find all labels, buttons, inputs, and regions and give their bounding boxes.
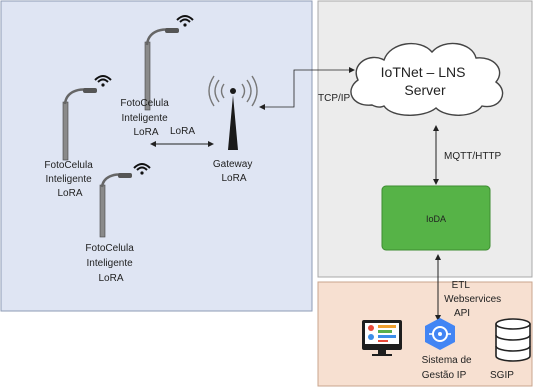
etl-label-2: Webservices — [444, 294, 501, 305]
cloud-label-1: IoTNet – LNS — [381, 64, 466, 80]
arrowhead-icon — [150, 141, 156, 147]
ioda-box — [381, 185, 491, 251]
arrowhead-icon — [349, 67, 355, 73]
arrowhead-icon — [433, 179, 439, 185]
cloud-shape — [350, 42, 504, 116]
lamp-bottom-label-1: FotoCelula — [85, 243, 134, 254]
lamp-top-label-3: LoRA — [133, 127, 158, 138]
svg-text:FotoCelula Inteligente: FotoCelula Inteligente LoRA — [120, 98, 171, 138]
lamp-left-label-1: FotoCelula — [44, 160, 93, 171]
svg-text:FotoCelula Inteligente: FotoCelula Inteligente LoRA — [85, 243, 136, 284]
gateway-antenna-icon — [208, 75, 258, 150]
arrowhead-icon — [259, 104, 265, 110]
sistema-label-2: Gestão IP — [422, 370, 467, 381]
tcp-ip-connector — [262, 69, 352, 108]
svg-text:IoTNet – LNS Server: IoTNet – LNS Server — [381, 64, 470, 98]
sgip-label: SGIP — [490, 370, 514, 381]
gateway-label-1: Gateway — [213, 159, 252, 170]
sistema-label-1: Sistema de — [422, 355, 472, 366]
svg-text:Sistema de Gestão IP: Sistema de Gestão IP — [422, 355, 475, 381]
arrowhead-icon — [435, 254, 441, 260]
lamp-bottom-label-2: Inteligente — [87, 258, 134, 269]
street-lamp-bottom-icon — [99, 173, 132, 238]
lamp-bottom-label-3: LoRA — [98, 273, 123, 284]
arrowhead-icon — [435, 315, 441, 321]
ioda-label: IoDA — [426, 214, 446, 224]
cloud-label-2: Server — [404, 82, 446, 98]
tcp-ip-label: TCP/IP — [318, 93, 351, 104]
lamp-left-label-3: LoRA — [57, 188, 82, 199]
left-panel — [0, 0, 313, 312]
wifi-icon — [176, 15, 194, 27]
lamp-top-label-2: Inteligente — [122, 113, 169, 124]
dashboard-monitor-icon — [362, 320, 402, 356]
street-lamp-top-icon — [144, 28, 179, 111]
lamp-top-label-1: FotoCelula — [120, 98, 169, 109]
mqtt-http-label: MQTT/HTTP — [444, 151, 502, 162]
arrowhead-icon — [208, 141, 214, 147]
street-lamp-left-icon — [62, 88, 97, 161]
wifi-icon — [94, 75, 112, 87]
gateway-label-2: LoRA — [221, 173, 246, 184]
svg-text:ETL Webservices API: ETL Webservices API — [444, 280, 504, 319]
svg-text:Gateway LoRA: Gateway LoRA — [213, 159, 255, 184]
lora-link-label: LoRA — [170, 126, 195, 137]
etl-label-3: API — [454, 308, 470, 319]
wifi-icon — [133, 163, 151, 175]
etl-label-1: ETL — [452, 280, 471, 291]
lamp-left-label-2: Inteligente — [46, 174, 93, 185]
database-icon — [495, 318, 531, 362]
cloud-platform-hexagon-icon — [425, 318, 455, 350]
svg-text:FotoCelula Inteligente: FotoCelula Inteligente LoRA — [44, 160, 95, 199]
arrowhead-icon — [433, 125, 439, 131]
